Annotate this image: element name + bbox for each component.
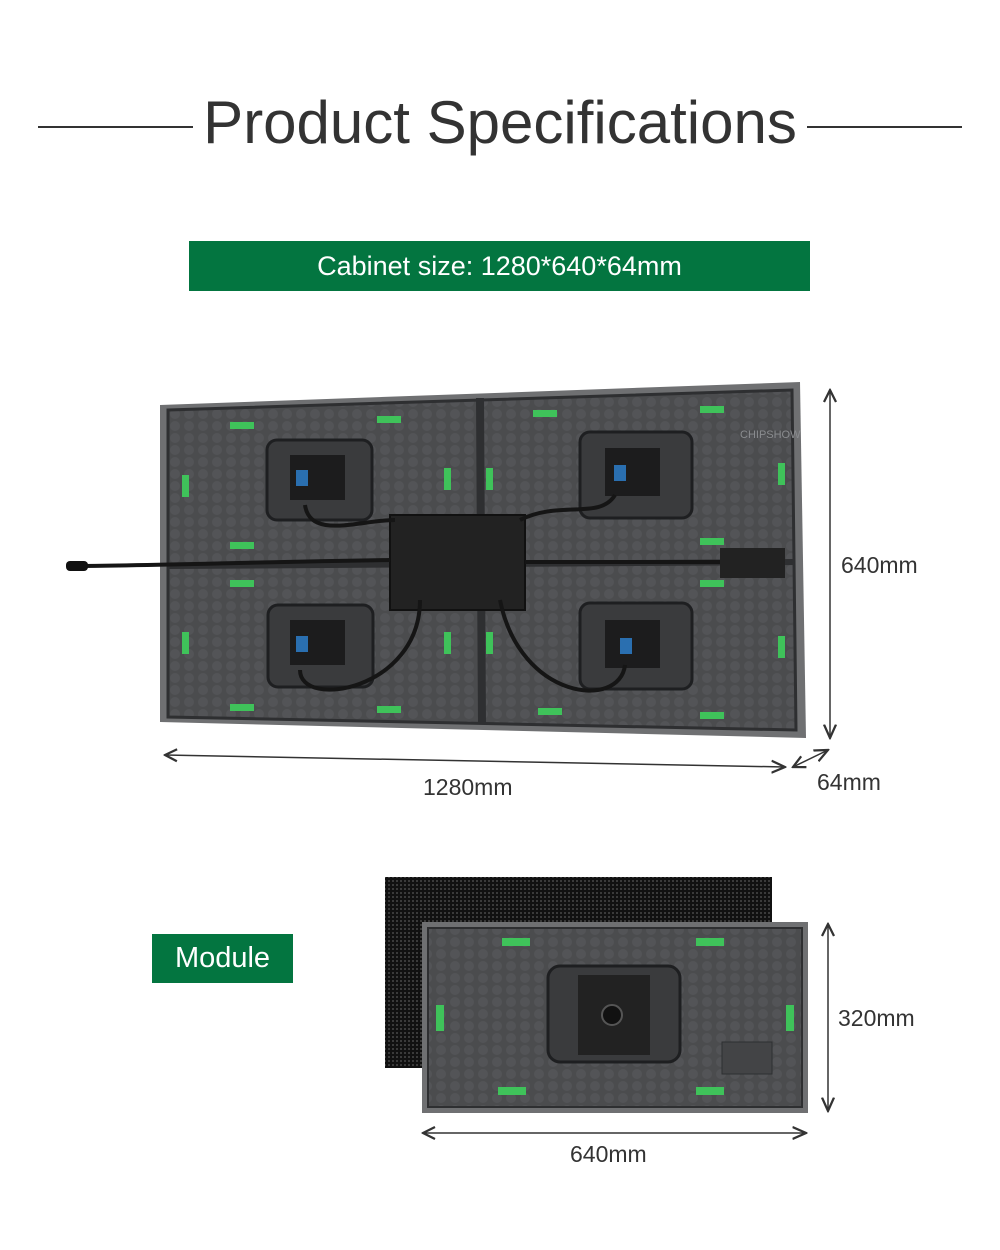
cabinet-image <box>66 382 806 738</box>
module-height-label: 320mm <box>838 1005 915 1031</box>
depth-dimension-line <box>793 750 828 767</box>
module-label: Module <box>174 942 271 974</box>
cabinet-height-label: 640mm <box>841 552 918 578</box>
cabinet-width-label: 1280mm <box>423 774 513 800</box>
cabinet-size-banner: Cabinet size: 1280*640*64mm <box>189 241 810 291</box>
module-banner: Module <box>152 934 293 983</box>
module-width-label: 640mm <box>570 1141 647 1167</box>
heading-rule-left <box>38 126 193 128</box>
width-dimension-line <box>165 755 785 767</box>
junction-box <box>389 514 526 611</box>
module-image <box>385 877 808 1113</box>
cabinet-size-label: Cabinet size: 1280*640*64mm <box>317 251 682 281</box>
handles <box>182 406 785 719</box>
heading-rule-right <box>807 126 962 128</box>
watermark-logo: CHIPSHOW <box>740 429 801 441</box>
page-title: Product Specifications <box>203 89 797 156</box>
cabinet-depth-label: 64mm <box>817 769 881 795</box>
